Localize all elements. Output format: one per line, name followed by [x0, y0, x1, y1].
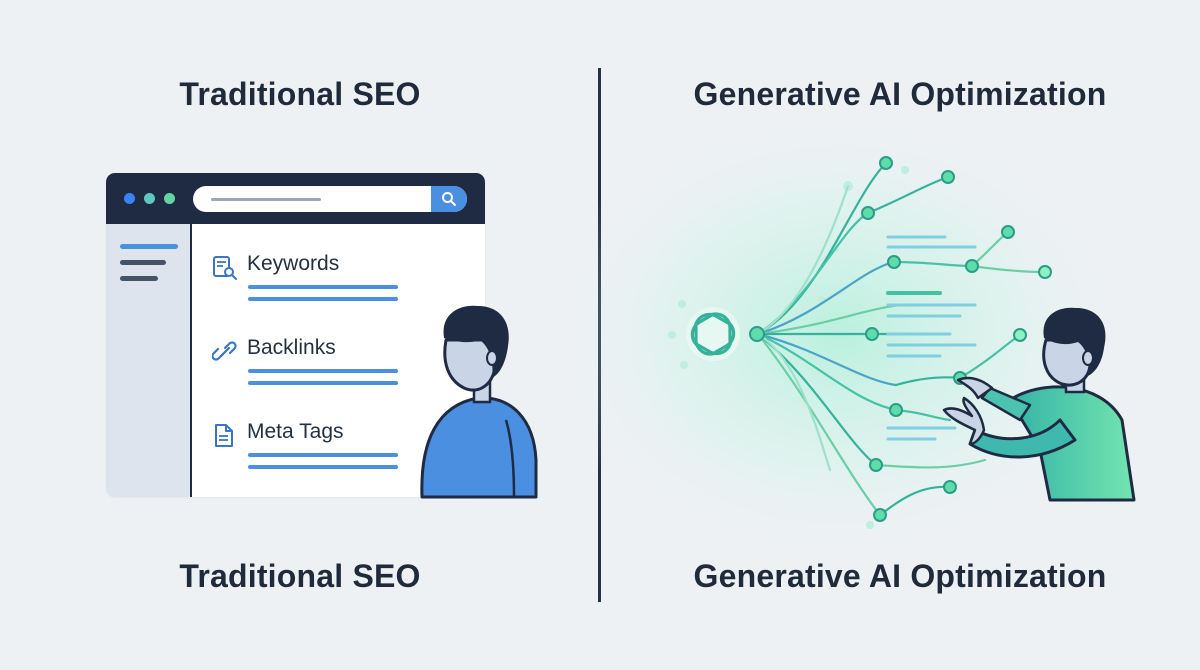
link-icon [212, 341, 237, 361]
generated-text-lines [886, 235, 977, 441]
browser-toolbar [106, 173, 485, 224]
window-dot-teal [144, 193, 155, 204]
keyword-search-icon [213, 256, 237, 280]
content-line [248, 453, 398, 457]
ai-knot-logo [686, 307, 740, 361]
document-icon [215, 424, 233, 447]
sidebar-line [120, 260, 166, 265]
content-line [248, 297, 398, 301]
window-dot-blue [124, 193, 135, 204]
window-dot-green [164, 193, 175, 204]
search-icon [442, 192, 456, 206]
browser-sidebar [106, 224, 192, 497]
content-line [248, 285, 398, 289]
content-line [248, 369, 398, 373]
item-label: Backlinks [247, 336, 336, 359]
sidebar-line [120, 276, 158, 281]
search-button[interactable] [431, 186, 467, 212]
right-title-top: Generative AI Optimization [693, 76, 1107, 112]
person-right-illustration [942, 307, 1136, 502]
sidebar-line-active [120, 244, 178, 249]
item-label: Keywords [247, 252, 340, 275]
right-title-bottom: Generative AI Optimization [693, 558, 1107, 594]
hub-node [749, 326, 765, 342]
content-line [248, 465, 398, 469]
left-title-bottom: Traditional SEO [179, 558, 421, 594]
left-title-top: Traditional SEO [179, 76, 421, 112]
content-line [248, 381, 398, 385]
search-bar[interactable] [193, 186, 467, 212]
item-label: Meta Tags [247, 420, 344, 443]
browser-window: Keywords Backlinks Meta Tags [106, 173, 485, 497]
search-placeholder-line [211, 198, 321, 201]
